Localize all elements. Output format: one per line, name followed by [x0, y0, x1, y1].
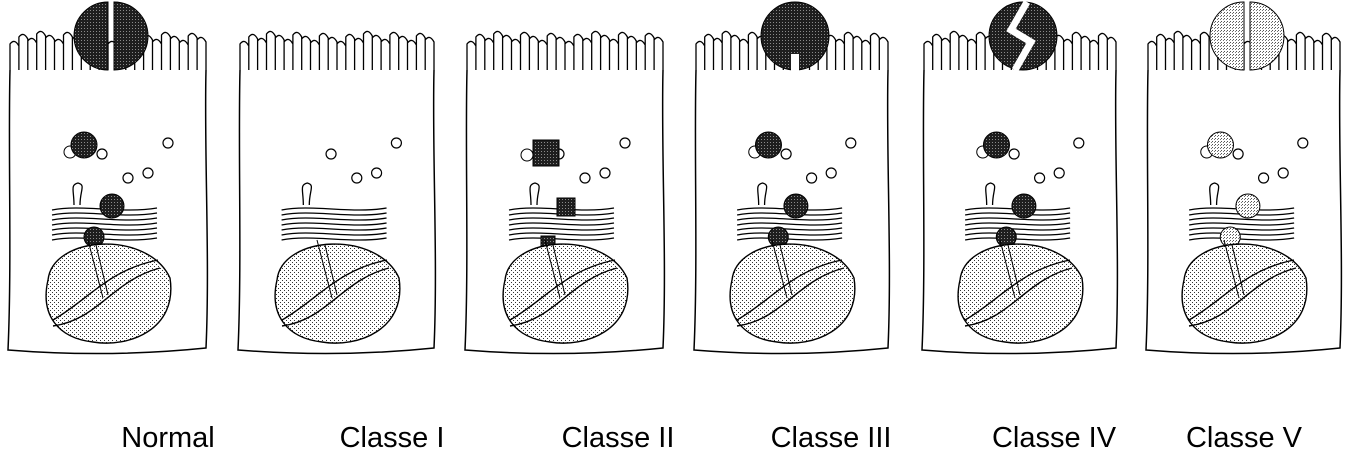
vesicle — [1298, 138, 1308, 148]
golgi-cisterna — [1189, 238, 1294, 240]
vesicle — [326, 149, 336, 159]
golgi-cisterna — [965, 228, 1070, 230]
budding-vesicle — [302, 183, 311, 205]
budding-vesicle — [758, 183, 767, 205]
cftr-channel-left — [74, 2, 108, 70]
golgi-cisterna — [52, 223, 157, 225]
golgi-cftr — [784, 194, 808, 218]
label-classe-i: Classe I — [340, 424, 445, 453]
golgi-cisterna — [52, 233, 157, 235]
cell-classe-v — [1146, 2, 1341, 354]
nucleus — [730, 244, 855, 343]
golgi-cisterna — [1189, 228, 1294, 230]
golgi-cisterna — [509, 238, 614, 240]
cftr-vesicle — [1207, 132, 1233, 158]
vesicle — [123, 173, 133, 183]
cell-normal — [8, 2, 207, 354]
misfolded-cftr — [533, 140, 559, 166]
endosome-vesicle — [521, 149, 533, 161]
golgi-cisterna — [52, 228, 157, 230]
label-classe-iii: Classe III — [771, 424, 892, 453]
vesicle — [846, 138, 856, 148]
vesicle — [1074, 138, 1084, 148]
golgi-cisterna — [509, 233, 614, 235]
vesicle — [97, 149, 107, 159]
nucleus — [958, 244, 1083, 343]
cell-classe-ii — [465, 31, 664, 353]
cftr-gate-notch — [791, 54, 799, 74]
golgi-cisterna — [1189, 233, 1294, 235]
golgi-cisterna — [509, 228, 614, 230]
cftr-vesicle — [71, 132, 97, 158]
vesicle — [143, 168, 153, 178]
label-classe-v: Classe V — [1186, 424, 1302, 453]
cell-classe-iv — [922, 2, 1117, 354]
vesicle — [1278, 168, 1288, 178]
cftr-channel-left — [1210, 2, 1244, 70]
golgi-cisterna — [737, 223, 842, 225]
golgi-cisterna — [282, 213, 387, 215]
vesicle — [1233, 149, 1243, 159]
vesicle — [807, 173, 817, 183]
vesicle — [391, 138, 401, 148]
golgi-cisterna — [737, 238, 842, 240]
golgi-cisterna — [282, 228, 387, 230]
label-classe-iv: Classe IV — [992, 424, 1116, 453]
golgi-cisterna — [282, 218, 387, 220]
golgi-cftr-misfolded — [557, 198, 575, 216]
golgi-cisterna — [509, 223, 614, 225]
vesicle — [372, 168, 382, 178]
budding-vesicle — [1210, 183, 1219, 205]
golgi-cisterna — [282, 233, 387, 235]
golgi-cisterna — [52, 218, 157, 220]
cftr-channel-right — [114, 2, 148, 70]
golgi-cisterna — [737, 218, 842, 220]
cftr-vesicle — [983, 132, 1009, 158]
vesicle — [1035, 173, 1045, 183]
nucleus — [46, 244, 171, 343]
budding-vesicle — [986, 183, 995, 205]
cftr-vesicle — [755, 132, 781, 158]
golgi-cisterna — [965, 218, 1070, 220]
golgi-cisterna — [509, 218, 614, 220]
cell-classe-i — [238, 31, 435, 353]
budding-vesicle — [73, 183, 82, 205]
budding-vesicle — [530, 183, 539, 205]
vesicle — [600, 168, 610, 178]
vesicle — [781, 149, 791, 159]
label-classe-ii: Classe II — [562, 424, 675, 453]
vesicle — [1054, 168, 1064, 178]
golgi-cisterna — [965, 233, 1070, 235]
golgi-cisterna — [282, 238, 387, 240]
nucleus — [1182, 244, 1307, 343]
microvilli — [240, 31, 434, 70]
vesicle — [1259, 173, 1269, 183]
label-normal: Normal — [121, 424, 214, 453]
vesicle — [620, 138, 630, 148]
vesicle — [826, 168, 836, 178]
golgi-cisterna — [965, 238, 1070, 240]
golgi-cisterna — [1189, 218, 1294, 220]
golgi-cisterna — [282, 223, 387, 225]
vesicle — [352, 173, 362, 183]
vesicle — [1009, 149, 1019, 159]
golgi-cisterna — [737, 228, 842, 230]
vesicle — [163, 138, 173, 148]
vesicle — [580, 173, 590, 183]
golgi-cftr — [100, 194, 124, 218]
golgi-cftr — [1236, 194, 1260, 218]
nucleus — [503, 244, 628, 343]
golgi-cisterna — [52, 238, 157, 240]
golgi-cisterna — [282, 208, 387, 210]
golgi-cisterna — [737, 233, 842, 235]
golgi-cisterna — [1189, 223, 1294, 225]
cell-classe-iii — [694, 2, 889, 354]
microvilli — [467, 31, 663, 70]
golgi-cisterna — [965, 223, 1070, 225]
golgi-cftr — [1012, 194, 1036, 218]
nucleus — [275, 244, 400, 343]
